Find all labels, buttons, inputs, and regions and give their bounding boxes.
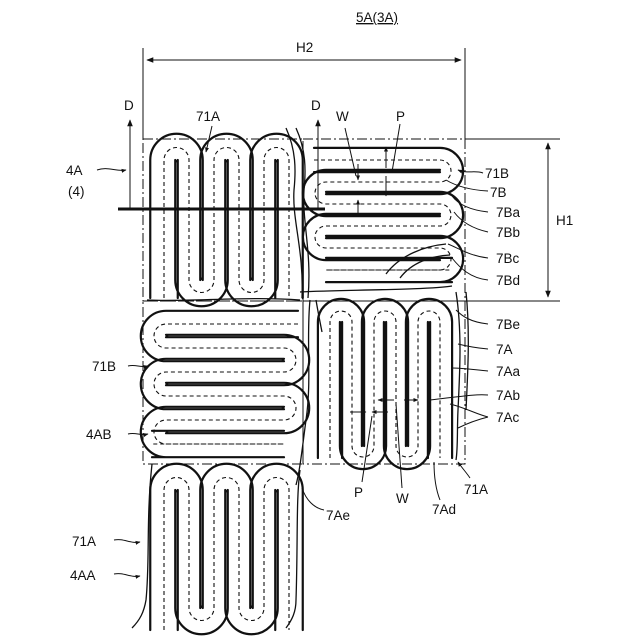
assembly-label: 5A(3A) [356, 10, 398, 25]
trace-inner [340, 322, 430, 469]
label-71B-left: 71B [92, 359, 116, 374]
label-4: (4) [68, 184, 85, 199]
label-4A: 4A [66, 163, 83, 178]
label-p-bottom: P [354, 485, 363, 500]
label-h1: H1 [556, 213, 573, 228]
wave-tr-bottom [300, 286, 452, 292]
serpentine-bottom-left-vertical [150, 464, 303, 634]
label-7Ae: 7Ae [326, 508, 350, 523]
wave-mr-right-2 [466, 292, 468, 410]
wave-tl-right [286, 128, 302, 298]
frame-top-right [303, 139, 465, 301]
label-p-top: P [396, 109, 405, 124]
label-71B-right: 71B [485, 166, 509, 181]
label-4AB: 4AB [86, 427, 112, 442]
serpentine-mid-left-horizontal [141, 311, 309, 457]
center-line [164, 147, 289, 298]
label-7Be: 7Be [496, 317, 520, 332]
label-7Bb: 7Bb [496, 225, 520, 240]
wave-bl-right [286, 470, 300, 628]
serpentine-top-left-vertical [150, 134, 303, 307]
label-71A-left: 71A [72, 534, 96, 549]
trace-inner [175, 490, 278, 634]
trace-inner [175, 160, 278, 306]
serpentine-top-right-horizontal [303, 148, 463, 282]
label-7Ac: 7Ac [496, 410, 520, 425]
center-line [152, 324, 298, 444]
trace-inner [152, 335, 309, 433]
serpentine-mid-right-vertical [318, 299, 452, 469]
labels: 5A(3A) H2 H1 D D 71A 4A (4) W P 71B 7B 7… [66, 10, 573, 583]
label-7Aa: 7Aa [496, 364, 521, 379]
label-d-left: D [124, 98, 134, 113]
label-4AA: 4AA [70, 568, 96, 583]
center-line [164, 478, 289, 631]
frame-top-left [143, 139, 303, 301]
trace-outer [150, 134, 303, 298]
label-h2: H2 [296, 40, 313, 55]
wave-bl-left [132, 464, 152, 628]
label-w-top: W [336, 109, 349, 124]
label-7Bc: 7Bc [496, 251, 520, 266]
label-71A-top: 71A [196, 109, 220, 124]
label-71A-right: 71A [464, 482, 488, 497]
wave-tl-bottom [147, 299, 300, 301]
label-w-bottom: W [396, 491, 409, 506]
wave-mr-right [456, 292, 460, 460]
trace-outer [150, 464, 303, 630]
label-d-right: D [311, 98, 321, 113]
label-7Ab: 7Ab [496, 388, 520, 403]
dimension-h2 [143, 48, 465, 139]
label-7Ba: 7Ba [496, 205, 521, 220]
label-7A: 7A [496, 342, 513, 357]
label-7B: 7B [490, 185, 507, 200]
trace-outer [141, 311, 298, 457]
label-7Bd: 7Bd [496, 273, 520, 288]
label-7Ad: 7Ad [432, 502, 456, 517]
